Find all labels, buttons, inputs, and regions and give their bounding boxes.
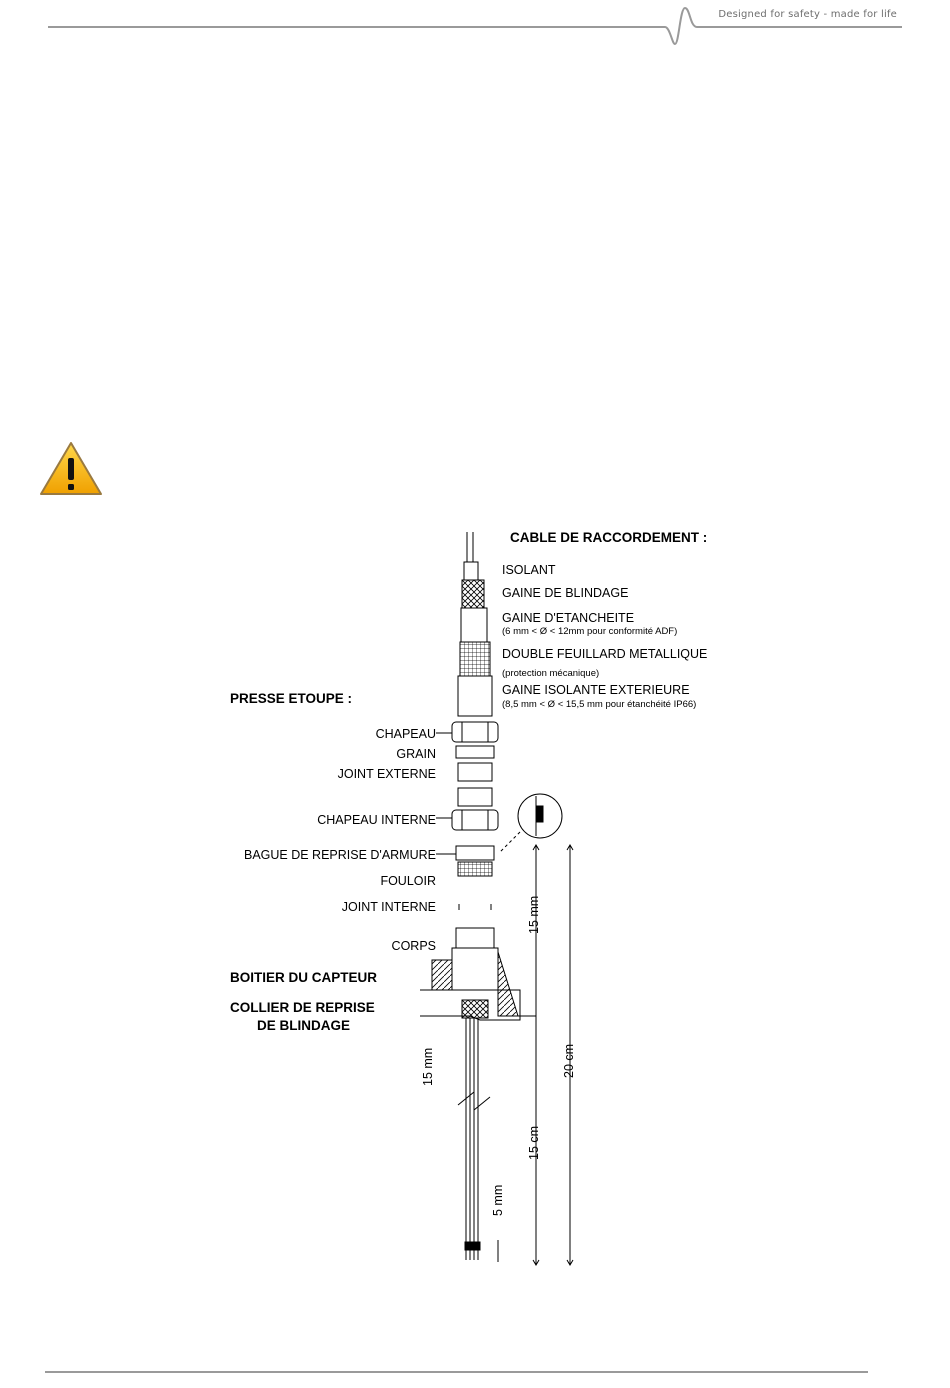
- warning-icon: [40, 442, 102, 495]
- page-header: [48, 6, 902, 46]
- label-bague: BAGUE DE REPRISE D'ARMURE: [244, 848, 436, 862]
- label-joint-interne: JOINT INTERNE: [342, 900, 436, 914]
- label-boitier: BOITIER DU CAPTEUR: [230, 970, 377, 985]
- label-chapeau: CHAPEAU: [376, 727, 436, 741]
- label-fouloir: FOULOIR: [380, 874, 436, 888]
- dim-5mm: 5 mm: [491, 1185, 505, 1216]
- label-double-feuillard: DOUBLE FEUILLARD METALLIQUE: [502, 647, 707, 661]
- dim-15mm-lower: 15 mm: [421, 1048, 435, 1086]
- dim-15cm: 15 cm: [527, 1126, 541, 1160]
- label-gaine-blindage: GAINE DE BLINDAGE: [502, 586, 628, 600]
- label-grain: GRAIN: [396, 747, 436, 761]
- cable-title: CABLE DE RACCORDEMENT :: [510, 530, 707, 545]
- footer-line: [45, 1371, 868, 1373]
- label-gaine-etancheite: GAINE D'ETANCHEITE: [502, 611, 634, 625]
- presse-title: PRESSE ETOUPE :: [230, 691, 352, 706]
- note-gaine-etancheite: (6 mm < Ø < 12mm pour conformité ADF): [502, 626, 677, 637]
- label-isolant: ISOLANT: [502, 563, 556, 577]
- label-chapeau-interne: CHAPEAU INTERNE: [317, 813, 436, 827]
- dim-20cm: 20 cm: [562, 1044, 576, 1078]
- label-corps: CORPS: [392, 939, 436, 953]
- label-gaine-isolante: GAINE ISOLANTE EXTERIEURE: [502, 683, 690, 697]
- note-gaine-isolante: (8,5 mm < Ø < 15,5 mm pour étanchéité IP…: [502, 699, 696, 710]
- label-collier-2: DE BLINDAGE: [257, 1018, 350, 1033]
- note-double-feuillard: (protection mécanique): [502, 668, 599, 679]
- cable-gland-diagram: CABLE DE RACCORDEMENT : ISOLANT GAINE DE…: [230, 530, 707, 1266]
- header-tagline: Designed for safety - made for life: [718, 9, 897, 20]
- header-wave-line: [48, 6, 902, 46]
- label-collier-1: COLLIER DE REPRISE: [230, 1000, 375, 1015]
- dim-15mm-upper: 15 mm: [527, 896, 541, 934]
- label-joint-externe: JOINT EXTERNE: [338, 767, 436, 781]
